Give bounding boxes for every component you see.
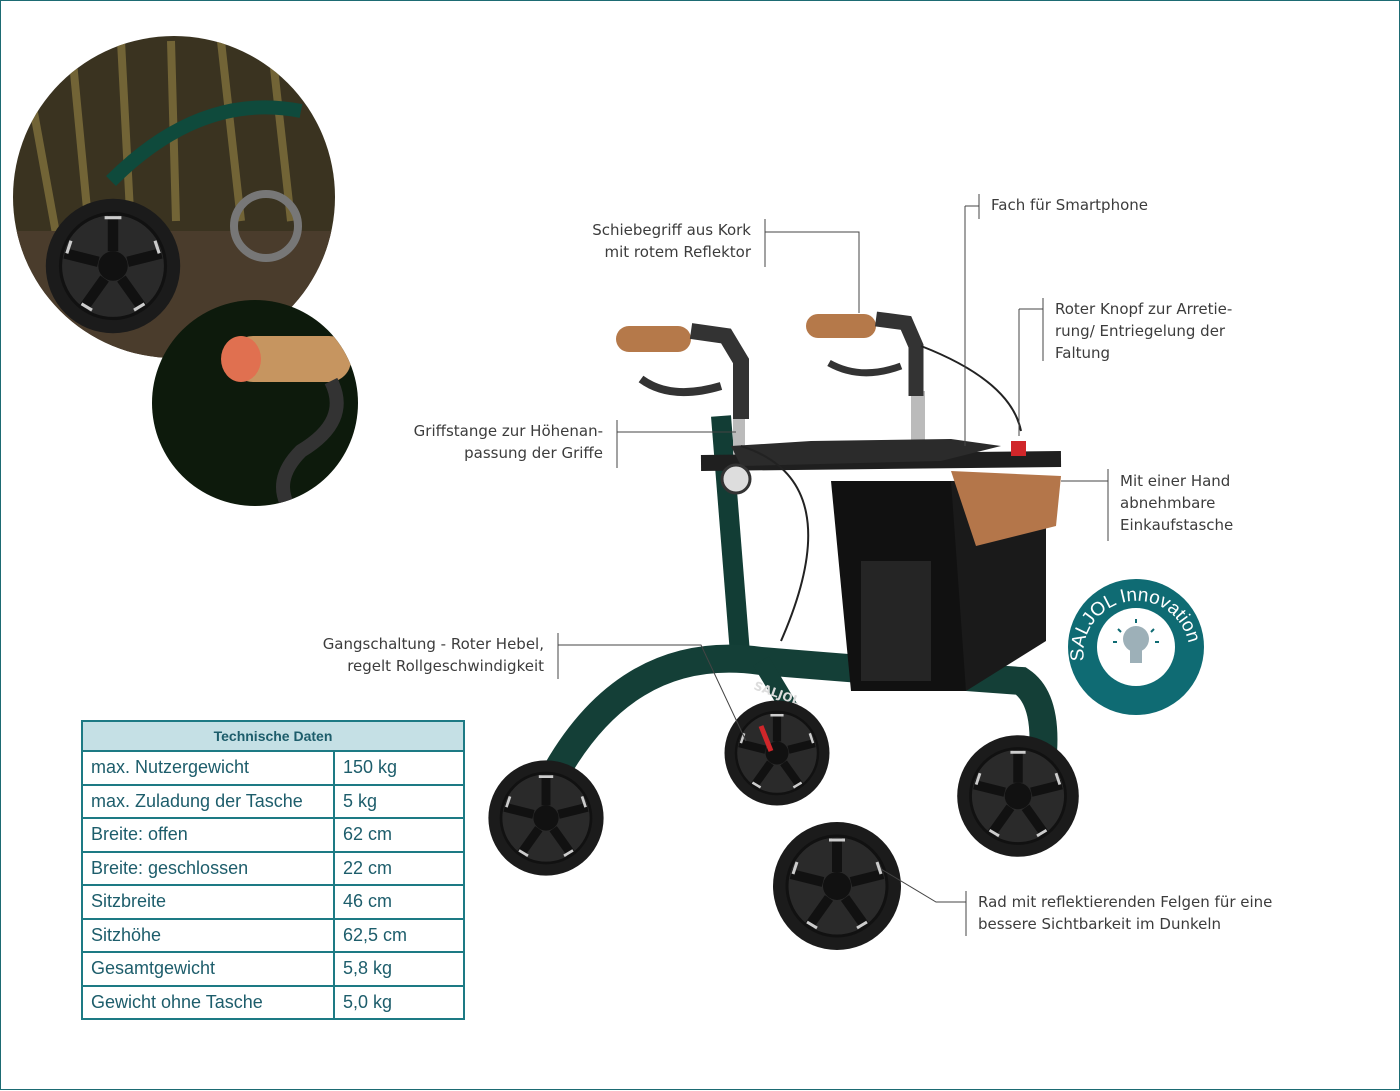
spec-value: 62 cm [333, 817, 465, 853]
callout-wheel: Rad mit reflektierenden Felgen für eine … [978, 893, 1273, 933]
spec-label: Breite: geschlossen [81, 850, 335, 886]
spec-value: 22 cm [333, 850, 465, 886]
lightbulb-icon [1113, 619, 1159, 663]
spec-value: 5 kg [333, 783, 465, 819]
spec-label: Sitzbreite [81, 884, 335, 920]
spec-label: Breite: offen [81, 817, 335, 853]
callout-handle: Schiebegriff aus Kork mit rotem Reflekto… [592, 221, 751, 261]
callout-lines [557, 194, 1109, 936]
callout-bar: Griffstange zur Höhenan- passung der Gri… [413, 422, 603, 462]
spec-value: 62,5 cm [333, 917, 465, 953]
spec-value: 150 kg [333, 750, 465, 786]
spec-value: 5,8 kg [333, 951, 465, 987]
callout-bag: Mit einer Hand abnehmbare Einkaufstasche [1120, 472, 1234, 534]
spec-label: Sitzhöhe [81, 917, 335, 953]
callout-phone: Fach für Smartphone [991, 196, 1149, 214]
spec-label: max. Zuladung der Tasche [81, 783, 335, 819]
rollator: SALJOL [488, 311, 1078, 950]
spec-value: 5,0 kg [333, 984, 465, 1020]
specs-title: Technische Daten [81, 720, 465, 752]
callout-button: Roter Knopf zur Arretie- rung/ Entriegel… [1055, 300, 1233, 362]
spec-label: max. Nutzergewicht [81, 750, 335, 786]
callout-gear: Gangschaltung - Roter Hebel, regelt Roll… [322, 635, 544, 675]
spec-label: Gesamtgewicht [81, 951, 335, 987]
saljol-innovation-badge: SALJOL Innovation [1067, 579, 1204, 715]
spec-label: Gewicht ohne Tasche [81, 984, 335, 1020]
spec-value: 46 cm [333, 884, 465, 920]
cork-handle-photo [152, 300, 358, 506]
wheel-detail-photo [13, 36, 335, 358]
